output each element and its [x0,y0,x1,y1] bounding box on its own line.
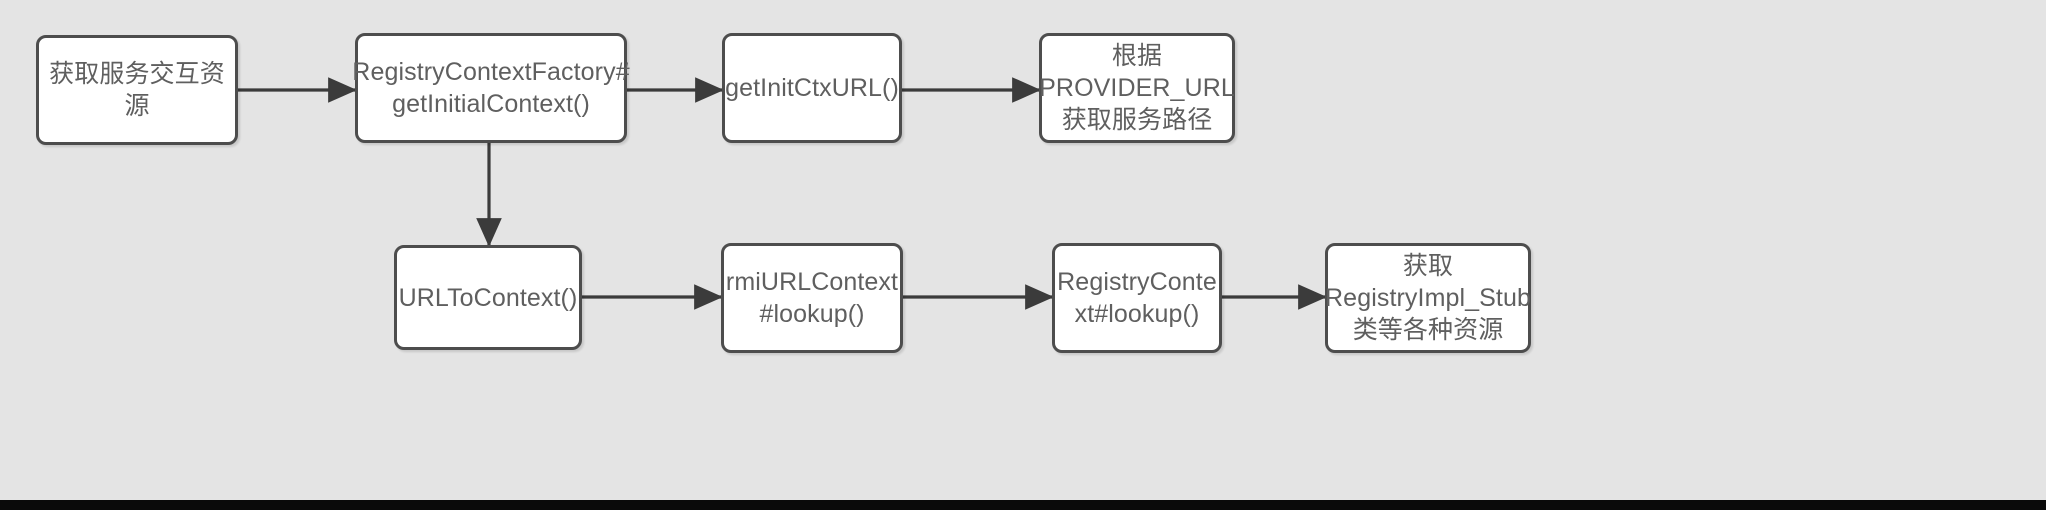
process-node-n4[interactable]: 根据 PROVIDER_URL 获取服务路径 [1039,33,1235,143]
process-node-n3[interactable]: getInitCtxURL() [722,33,902,143]
process-node-n6[interactable]: rmiURLContext #lookup() [721,243,903,353]
node-label: 根据 PROVIDER_URL 获取服务路径 [1039,42,1235,134]
process-node-n8[interactable]: 获取 RegistryImpl_Stub 类等各种资源 [1325,243,1531,353]
node-label: getInitCtxURL() [725,74,899,102]
node-label: 获取服务交互资源 [49,60,225,120]
node-label: rmiURLContext #lookup() [725,268,899,328]
process-node-n1[interactable]: 获取服务交互资源 [36,35,238,145]
node-label: 获取 RegistryImpl_Stub 类等各种资源 [1325,252,1531,344]
process-node-n2[interactable]: RegistryContextFactory# getInitialContex… [352,33,630,143]
node-label: RegistryConte xt#lookup() [1057,268,1217,328]
process-node-n5[interactable]: URLToContext() [394,245,582,350]
node-label: URLToContext() [398,283,578,312]
process-node-n7[interactable]: RegistryConte xt#lookup() [1052,243,1222,353]
node-label: RegistryContextFactory# getInitialContex… [352,58,630,118]
bottom-black-bar [0,500,2046,510]
